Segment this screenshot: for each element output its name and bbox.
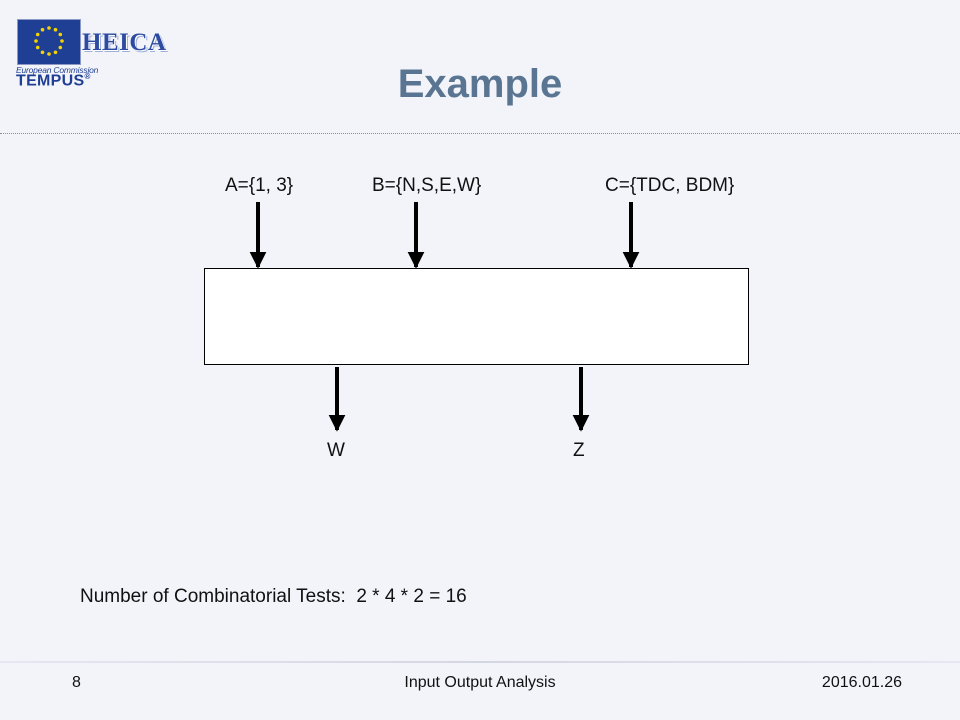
tempus-label: TEMPUS®	[16, 72, 91, 90]
trademark-mark: ®	[84, 72, 91, 81]
input-label-c: C={TDC, BDM}	[605, 175, 734, 196]
input-label-a: A={1, 3}	[225, 175, 293, 196]
footer-divider	[0, 661, 960, 663]
eu-flag-icon	[17, 19, 81, 65]
slide-date: 2016.01.26	[821, 674, 902, 691]
tempus-text: TEMPUS	[16, 72, 85, 90]
input-label-b: B={N,S,E,W}	[372, 175, 481, 196]
heica-tempus-logo: HEICA European Commission TEMPUS®	[14, 16, 167, 96]
european-commission-label: European Commission	[16, 65, 99, 75]
combinatorial-tests-note: Number of Combinatorial Tests: 2 * 4 * 2…	[80, 586, 467, 607]
slide-title: Example	[397, 62, 563, 106]
system-box	[204, 268, 749, 365]
output-label-w: W	[327, 440, 345, 461]
title-divider	[0, 133, 960, 134]
course-title: Input Output Analysis	[404, 674, 556, 691]
output-label-z: Z	[573, 440, 585, 461]
heica-wordmark: HEICA	[82, 29, 167, 56]
page-number: 8	[72, 674, 81, 691]
